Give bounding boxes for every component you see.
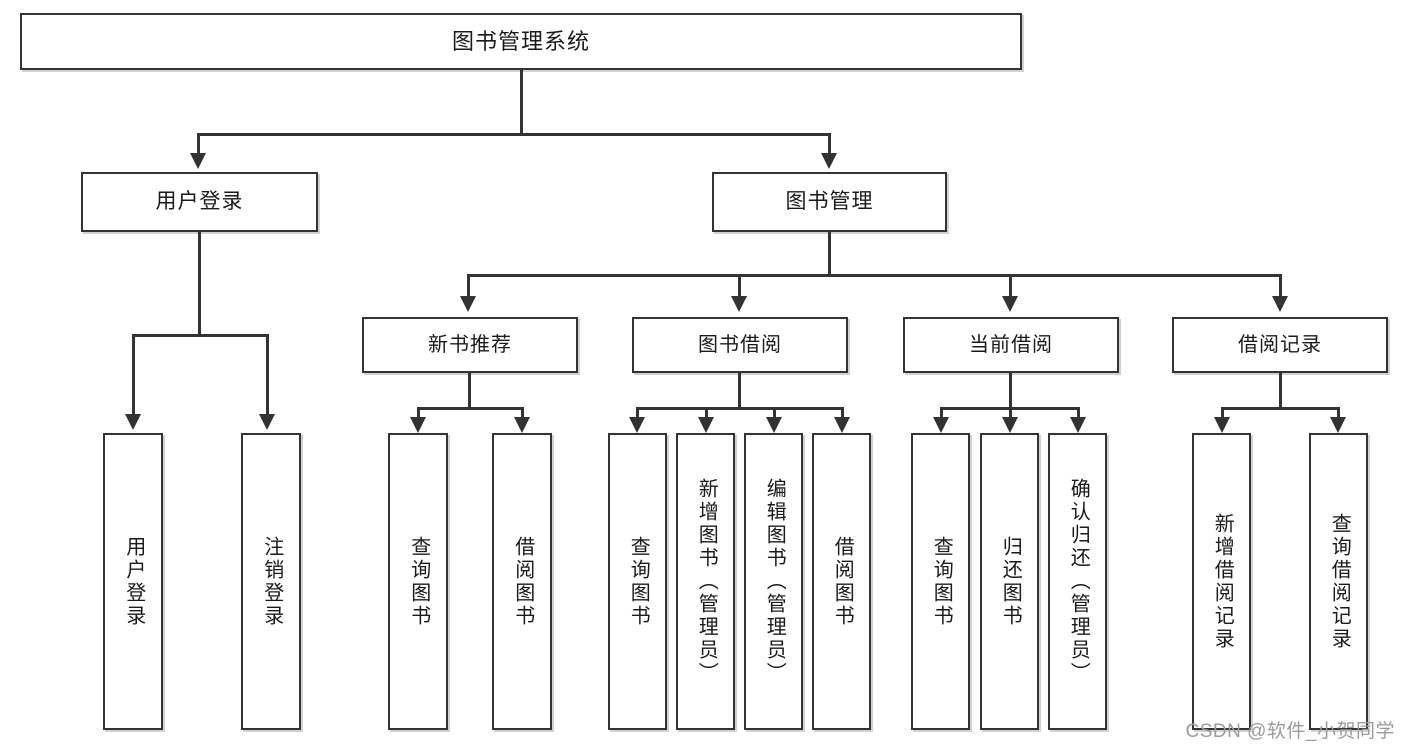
connector-to-current-borrow xyxy=(1009,274,1012,298)
leaf-label: 新增图书（管理员） xyxy=(695,478,718,685)
connector-root-stem xyxy=(520,70,523,135)
connector-bb-leaf-1 xyxy=(636,407,639,419)
connector-current-borrow-stem xyxy=(1009,373,1012,410)
connector-user-login-leaf-2 xyxy=(266,334,269,416)
leaf-label: 借阅图书 xyxy=(831,535,854,628)
leaf-label: 归还图书 xyxy=(999,535,1022,628)
leaf-query-book-current[interactable]: 查询图书 xyxy=(911,433,970,730)
node-label: 当前借阅 xyxy=(969,333,1053,356)
leaf-add-borrow-record[interactable]: 新增借阅记录 xyxy=(1192,433,1251,730)
leaf-label: 借阅图书 xyxy=(511,535,534,628)
connector-user-login-stem xyxy=(198,232,201,336)
connector-book-management-bar xyxy=(467,274,1282,277)
arrowhead-new-book-recommend xyxy=(460,296,476,312)
arrowhead-current-borrow xyxy=(1002,296,1018,312)
node-label: 用户登录 xyxy=(155,189,244,213)
connector-root-to-book-management xyxy=(828,133,831,155)
connector-bb-leaf-4 xyxy=(841,407,844,419)
connector-bb-leaf-3 xyxy=(773,407,776,419)
arrowhead-br-leaf-1 xyxy=(1214,417,1230,433)
connector-cb-leaf-2 xyxy=(1009,407,1012,419)
leaf-return-book[interactable]: 归还图书 xyxy=(980,433,1039,730)
node-book-management[interactable]: 图书管理 xyxy=(712,172,947,232)
leaf-label: 用户登录 xyxy=(122,535,145,628)
arrowhead-bb-leaf-2 xyxy=(698,417,714,433)
leaf-label: 查询图书 xyxy=(627,535,650,628)
connector-user-login-leaf-1 xyxy=(132,334,135,416)
node-current-borrow[interactable]: 当前借阅 xyxy=(903,317,1119,373)
arrowhead-user-login xyxy=(190,153,206,169)
connector-borrow-record-bar xyxy=(1221,407,1340,410)
arrowhead-book-borrow xyxy=(731,296,747,312)
connector-bb-leaf-2 xyxy=(705,407,708,419)
arrowhead-cb-leaf-2 xyxy=(1002,417,1018,433)
arrowhead-nbr-leaf-1 xyxy=(410,417,426,433)
leaf-label: 编辑图书（管理员） xyxy=(763,478,786,685)
connector-cb-leaf-1 xyxy=(940,407,943,419)
connector-root-to-user-login xyxy=(197,133,200,155)
node-label: 图书借阅 xyxy=(698,333,782,356)
connector-to-new-book-recommend xyxy=(467,274,470,298)
connector-nbr-leaf-2 xyxy=(521,407,524,419)
node-borrow-record[interactable]: 借阅记录 xyxy=(1172,317,1388,373)
arrowhead-leaf-user-login xyxy=(125,414,141,430)
leaf-edit-book-admin[interactable]: 编辑图书（管理员） xyxy=(744,433,803,730)
connector-root-bar xyxy=(197,133,831,136)
arrowhead-bb-leaf-4 xyxy=(834,417,850,433)
node-label: 借阅记录 xyxy=(1238,333,1322,356)
leaf-confirm-return-admin[interactable]: 确认归还（管理员） xyxy=(1048,433,1107,730)
arrowhead-borrow-record xyxy=(1272,296,1288,312)
arrowhead-cb-leaf-1 xyxy=(933,417,949,433)
node-user-login[interactable]: 用户登录 xyxy=(81,172,318,232)
connector-borrow-record-stem xyxy=(1279,373,1282,410)
leaf-label: 查询图书 xyxy=(407,535,430,628)
leaf-borrow-book-recommend[interactable]: 借阅图书 xyxy=(492,433,552,730)
leaf-query-borrow-record[interactable]: 查询借阅记录 xyxy=(1309,433,1368,730)
leaf-add-book-admin[interactable]: 新增图书（管理员） xyxy=(676,433,735,730)
leaf-logout[interactable]: 注销登录 xyxy=(241,433,301,730)
leaf-query-book-borrow[interactable]: 查询图书 xyxy=(608,433,667,730)
arrowhead-cb-leaf-3 xyxy=(1070,417,1086,433)
node-new-book-recommend[interactable]: 新书推荐 xyxy=(362,317,578,373)
leaf-borrow-book[interactable]: 借阅图书 xyxy=(812,433,871,730)
leaf-label: 查询图书 xyxy=(930,535,953,628)
connector-new-book-recommend-bar xyxy=(417,407,524,410)
leaf-label: 注销登录 xyxy=(260,535,283,628)
arrowhead-book-management xyxy=(821,153,837,169)
connector-user-login-bar xyxy=(132,334,269,337)
arrowhead-nbr-leaf-2 xyxy=(514,417,530,433)
connector-cb-leaf-3 xyxy=(1077,407,1080,419)
node-root-book-management-system[interactable]: 图书管理系统 xyxy=(20,13,1022,70)
leaf-label: 确认归还（管理员） xyxy=(1067,478,1090,685)
leaf-user-login[interactable]: 用户登录 xyxy=(103,433,163,730)
arrowhead-leaf-logout xyxy=(259,414,275,430)
connector-to-book-borrow xyxy=(738,274,741,298)
connector-book-management-stem xyxy=(828,232,831,276)
node-label: 图书管理系统 xyxy=(451,28,590,54)
leaf-label: 查询借阅记录 xyxy=(1328,512,1351,651)
connector-new-book-recommend-stem xyxy=(468,373,471,410)
arrowhead-br-leaf-2 xyxy=(1330,417,1346,433)
node-label: 图书管理 xyxy=(785,189,874,213)
connector-to-borrow-record xyxy=(1279,274,1282,298)
connector-br-leaf-1 xyxy=(1221,407,1224,419)
connector-br-leaf-2 xyxy=(1337,407,1340,419)
arrowhead-bb-leaf-3 xyxy=(766,417,782,433)
node-label: 新书推荐 xyxy=(428,333,512,356)
leaf-label: 新增借阅记录 xyxy=(1211,512,1234,651)
connector-book-borrow-bar xyxy=(636,407,844,410)
connector-nbr-leaf-1 xyxy=(417,407,420,419)
connector-book-borrow-stem xyxy=(738,373,741,410)
leaf-query-book-recommend[interactable]: 查询图书 xyxy=(388,433,448,730)
node-book-borrow[interactable]: 图书借阅 xyxy=(632,317,848,373)
arrowhead-bb-leaf-1 xyxy=(629,417,645,433)
